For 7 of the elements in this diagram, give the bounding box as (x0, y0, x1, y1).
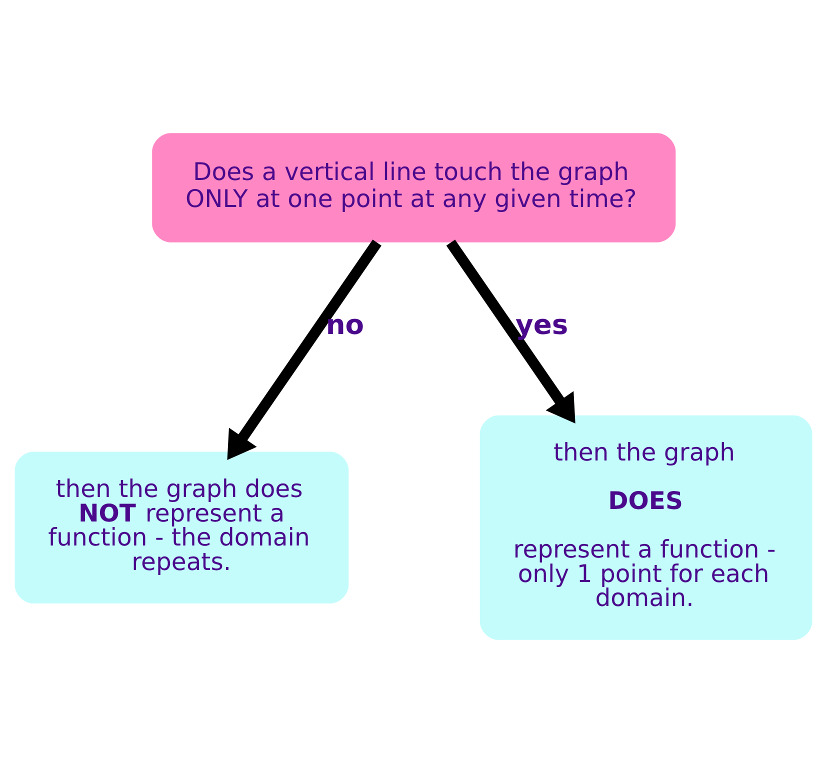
node-box: then the graph does NOT represent a function - the domain repeats. (14, 451, 349, 603)
edge-label: yes (516, 309, 568, 340)
node-box: then the graph DOES represent a function - only 1 point for each domain. (480, 414, 812, 640)
node-box: Does a vertical line touch the graph ONLY at one point at any given time? (152, 132, 676, 242)
arrow (446, 239, 576, 423)
edge-label: no (326, 309, 364, 340)
arrow (227, 239, 382, 460)
